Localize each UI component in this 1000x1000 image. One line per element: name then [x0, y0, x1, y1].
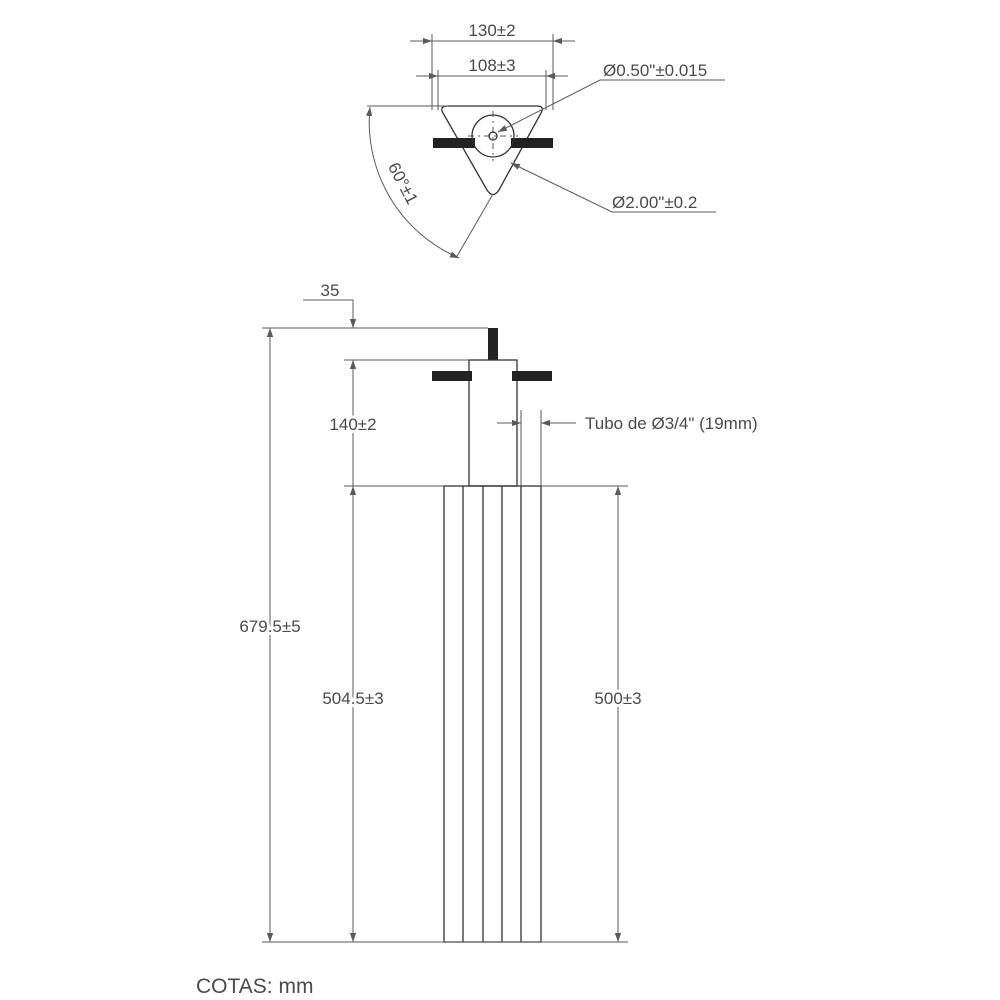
dim-tube-length-label: 500±3 — [594, 689, 641, 708]
dim-tube-length: 500±3 — [591, 486, 645, 942]
tube-label: Tubo de Ø3/4" (19mm) — [585, 414, 758, 433]
dim-lower-length: 504.5±3 — [319, 486, 387, 942]
dim-outer-width-label: 130±2 — [468, 21, 515, 40]
dim-upper-length-label: 140±2 — [329, 415, 376, 434]
dim-total-length-label: 679.5±5 — [239, 617, 300, 636]
dim-inner-width-label: 108±3 — [468, 56, 515, 75]
left-arm — [433, 138, 475, 148]
top-view: 130±2 108±3 Ø0.50"±0.015 Ø2.00"±0.2 — [365, 21, 725, 259]
dim-top-offset: 35 — [303, 281, 357, 388]
side-arm-left — [432, 371, 472, 381]
top-bolt — [488, 328, 498, 360]
dim-top-offset-label: 35 — [321, 281, 340, 300]
dim-bolt-diameter-label: Ø0.50"±0.015 — [603, 61, 707, 80]
dim-lower-length-label: 504.5±3 — [322, 689, 383, 708]
dim-total-length: 679.5±5 — [236, 328, 304, 942]
bolt-hole — [488, 131, 498, 141]
units-note: COTAS: mm — [196, 975, 313, 998]
side-view: 35 140±2 504.5±3 679.5±5 500±3 Tub — [236, 281, 758, 943]
dim-hub-diameter-label: Ø2.00"±0.2 — [612, 193, 697, 212]
dim-outer-width: 130±2 — [410, 21, 575, 45]
right-arm — [511, 138, 553, 148]
lower-tube-bundle — [443, 485, 542, 943]
dim-angle-label: 60°±1 — [384, 159, 422, 207]
triangle-plate — [441, 105, 543, 196]
side-arm-right — [512, 371, 552, 381]
dim-upper-length: 140±2 — [326, 360, 380, 486]
tube-diameter-callout: Tubo de Ø3/4" (19mm) — [497, 410, 758, 486]
dim-inner-width: 108±3 — [416, 56, 568, 80]
dim-angle: 60°±1 — [365, 105, 494, 259]
